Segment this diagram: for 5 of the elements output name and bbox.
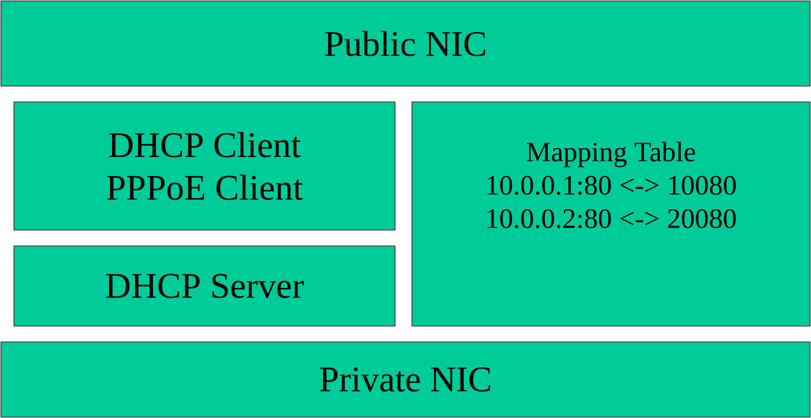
- component-box: DHCP Server: [13, 245, 396, 327]
- component-box: Private NIC: [0, 341, 811, 418]
- component-box: DHCP Client PPPoE Client: [13, 101, 396, 231]
- component-box: Mapping Table 10.0.0.1:80 <-> 10080 10.0.0.2:80 <-> 20080: [411, 101, 811, 327]
- component-box: Public NIC: [0, 0, 811, 87]
